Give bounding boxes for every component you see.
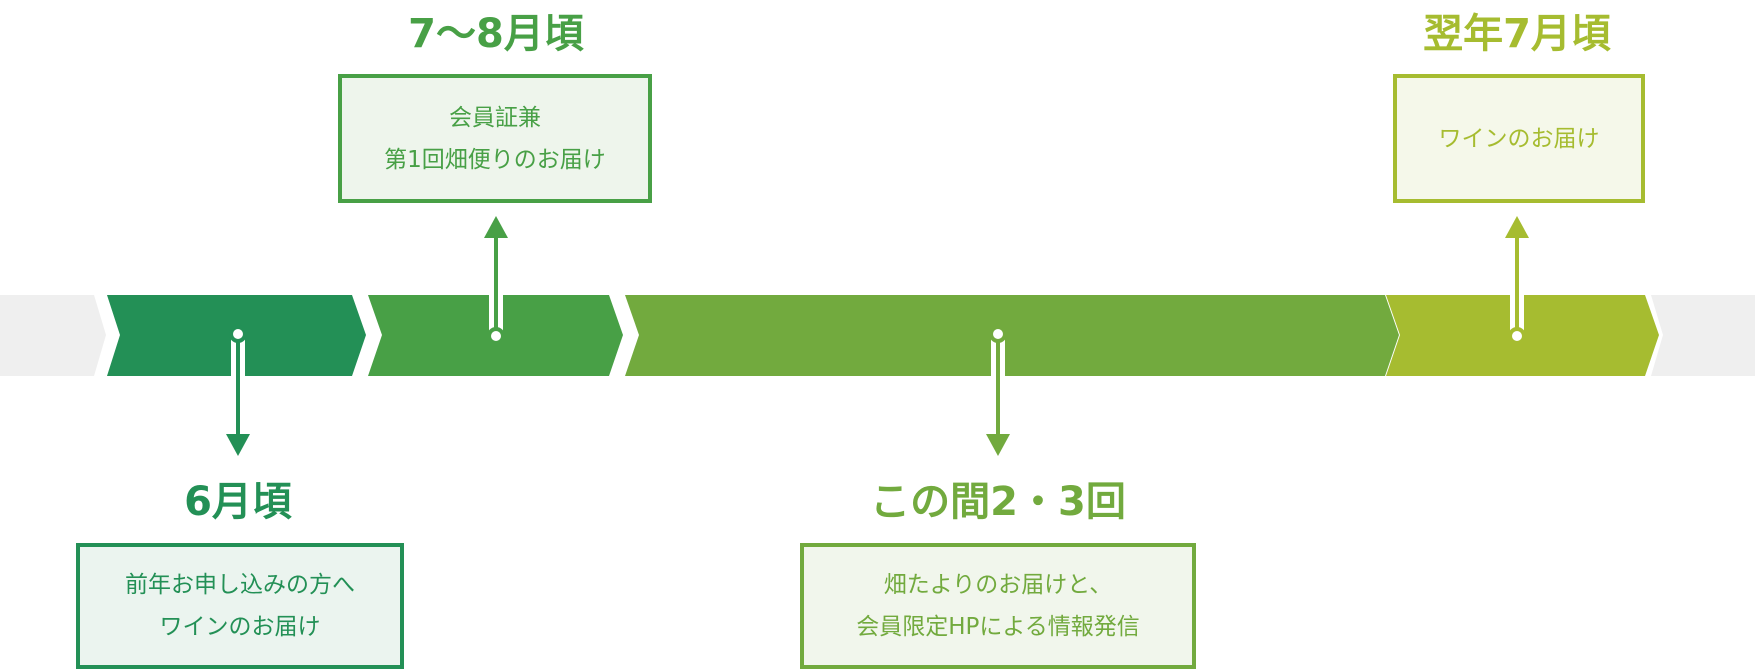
track-left xyxy=(0,295,106,376)
milestone-text-line: 畑たよりのお届けと、 xyxy=(883,572,1113,598)
connector-この間 xyxy=(986,325,1010,456)
milestone-label-6月: 6月頃 xyxy=(184,479,292,525)
milestone-text-line: 前年お申し込みの方へ xyxy=(125,572,355,598)
milestone-label-翌年7月: 翌年7月頃 xyxy=(1423,11,1611,57)
track-right xyxy=(1651,295,1755,376)
milestone-box-この間: 畑たよりのお届けと、 会員限定HPによる情報発信 xyxy=(800,543,1196,669)
milestone-text-line: 会員証兼 xyxy=(449,104,541,131)
connector-翌年7月 xyxy=(1505,216,1529,345)
milestone-text-line: ワインのお届け xyxy=(1438,125,1600,152)
milestone-text-line: 会員限定HPによる情報発信 xyxy=(856,614,1140,640)
milestone-text-line: ワインのお届け xyxy=(159,614,321,640)
timeline-segment-3 xyxy=(625,295,1399,376)
arrow-up-icon xyxy=(1505,216,1529,238)
arrow-down-icon xyxy=(226,434,250,456)
arrow-up-icon xyxy=(484,216,508,238)
milestone-label-この間: この間2・3回 xyxy=(870,479,1126,525)
milestone-box-7-8月: 会員証兼 第1回畑便りのお届け xyxy=(338,74,652,203)
milestone-box-翌年7月: ワインのお届け xyxy=(1393,74,1645,203)
milestone-label-7-8月: 7〜8月頃 xyxy=(408,11,584,57)
connector-6月 xyxy=(226,325,250,456)
connector-7-8月 xyxy=(484,216,508,345)
milestone-text-line: 第1回畑便りのお届け xyxy=(384,146,606,173)
milestone-box-6月: 前年お申し込みの方へ ワインのお届け xyxy=(76,543,404,669)
arrow-down-icon xyxy=(986,434,1010,456)
